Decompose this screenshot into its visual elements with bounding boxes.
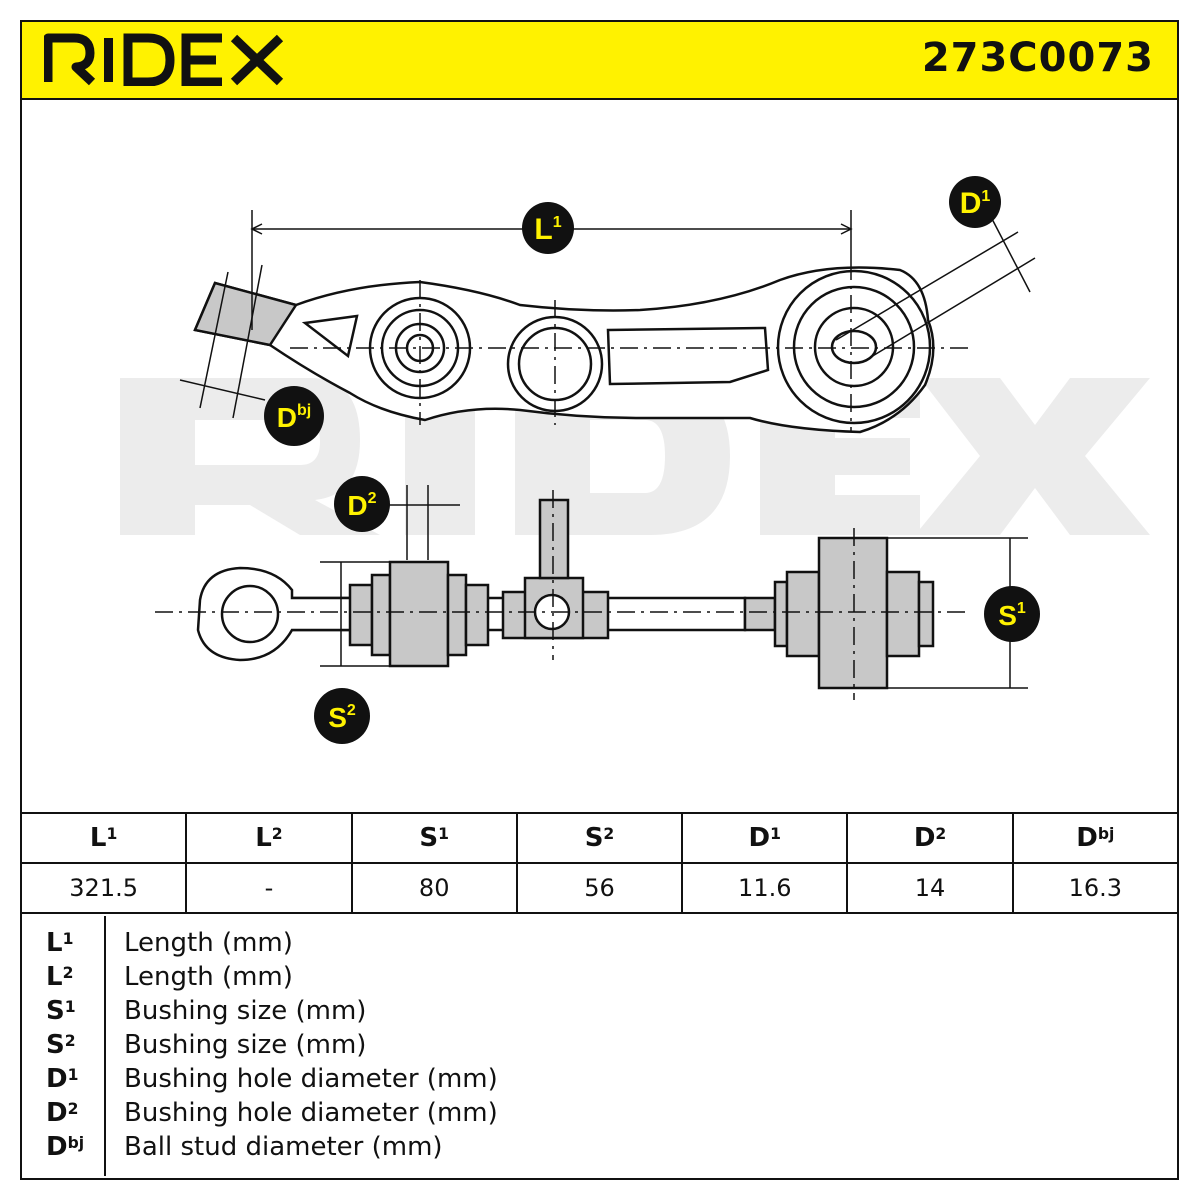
specs-value-cell: 321.5 [19, 862, 188, 914]
specs-value-cell: 11.6 [681, 862, 849, 914]
legend-item: L1 Length (mm) [20, 928, 1179, 962]
legend-symbol: S2 [46, 1030, 76, 1060]
ridex-logo [44, 33, 284, 86]
legend-symbol: D2 [46, 1098, 79, 1128]
legend-text: Bushing size (mm) [124, 1030, 367, 1060]
specs-header-cell: L2 [185, 812, 353, 864]
legend-item: Dbj Ball stud diameter (mm) [20, 1132, 1179, 1166]
legend-symbol: L2 [46, 962, 74, 992]
specs-value-cell: 56 [515, 862, 684, 914]
legend-symbol: L1 [46, 928, 74, 958]
svg-text:S1: S1 [998, 600, 1026, 631]
legend-divider [104, 916, 106, 1176]
specs-value-row: 321.5 - 80 56 11.6 14 16.3 [19, 862, 1180, 914]
svg-text:D1: D1 [960, 187, 991, 220]
svg-text:D2: D2 [347, 490, 376, 521]
legend: L1 Length (mm) L2 Length (mm) S1 Bushing… [20, 912, 1179, 1180]
part-number: 273C0073 [921, 35, 1154, 81]
specs-header-cell: S2 [515, 812, 684, 864]
legend-item: L2 Length (mm) [20, 962, 1179, 996]
callout-s1: S1 [984, 586, 1040, 642]
specs-value-cell: 16.3 [1011, 862, 1180, 914]
legend-item: S2 Bushing size (mm) [20, 1030, 1179, 1064]
svg-text:S2: S2 [328, 702, 356, 733]
legend-symbol: S1 [46, 996, 76, 1026]
specs-value-cell: 80 [350, 862, 518, 914]
legend-item: S1 Bushing size (mm) [20, 996, 1179, 1030]
callout-dbj: Dbj [264, 386, 324, 446]
legend-text: Bushing hole diameter (mm) [124, 1098, 498, 1128]
control-arm-top-view [193, 266, 935, 434]
specs-header-cell: L1 [19, 812, 188, 864]
specs-header-cell: D2 [846, 812, 1014, 864]
specs-header-cell: Dbj [1011, 812, 1180, 864]
specs-header-cell: S1 [350, 812, 518, 864]
legend-item: D1 Bushing hole diameter (mm) [20, 1064, 1179, 1098]
legend-text: Length (mm) [124, 928, 293, 958]
legend-text: Ball stud diameter (mm) [124, 1132, 443, 1162]
legend-item: D2 Bushing hole diameter (mm) [20, 1098, 1179, 1132]
callout-d1: D1 [949, 176, 1001, 228]
legend-text: Bushing hole diameter (mm) [124, 1064, 498, 1094]
specs-value-cell: - [185, 862, 353, 914]
callout-l1: L1 [522, 202, 574, 254]
svg-text:Dbj: Dbj [277, 402, 311, 433]
specs-header-row: L1 L2 S1 S2 D1 D2 Dbj [19, 812, 1180, 864]
legend-text: Length (mm) [124, 962, 293, 992]
callout-s2: S2 [314, 688, 370, 744]
legend-text: Bushing size (mm) [124, 996, 367, 1026]
legend-symbol: D1 [46, 1064, 79, 1094]
control-arm-side-view [196, 498, 935, 690]
specs-table: L1 L2 S1 S2 D1 D2 Dbj 321.5 - 80 56 11.6… [19, 812, 1180, 914]
callout-d2: D2 [334, 476, 390, 532]
technical-drawing: L1 D1 Dbj D2 S1 S2 [120, 176, 1150, 744]
svg-text:L1: L1 [534, 213, 561, 246]
specs-value-cell: 14 [846, 862, 1014, 914]
legend-symbol: Dbj [46, 1132, 85, 1162]
specs-header-cell: D1 [681, 812, 849, 864]
